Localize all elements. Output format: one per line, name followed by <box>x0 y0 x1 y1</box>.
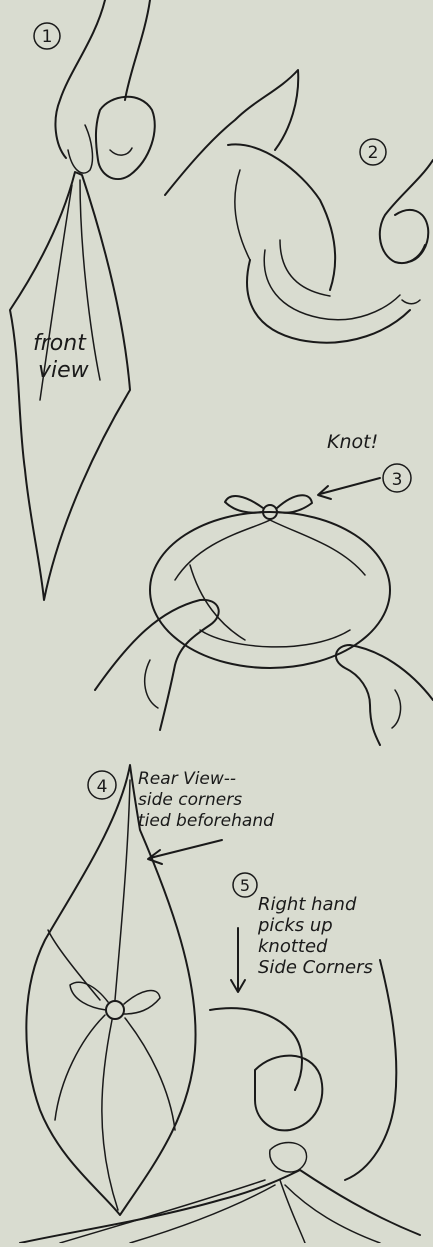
step-5-fist <box>255 1056 322 1131</box>
step-2-cloth-swirl-outer <box>247 260 410 343</box>
step-5-caption-line-2: picks up <box>257 915 333 936</box>
step-3-number: 3 <box>392 470 403 490</box>
step-3-bundle-fold-top <box>175 520 365 580</box>
step-2-group: 2 <box>165 70 433 343</box>
step-2-cloth-swirl-inner <box>280 240 330 296</box>
step-1-arm-left <box>55 0 105 158</box>
step-3-caption: Knot! <box>327 431 378 453</box>
step-1-group: 1 front view <box>10 0 155 600</box>
step-5-cloth-left <box>20 1170 300 1243</box>
step-5-arm <box>345 960 396 1180</box>
step-2-fingernail <box>402 300 420 304</box>
step-1-fist <box>96 97 155 179</box>
step-3-bundle-fold-bottom <box>200 630 350 647</box>
step-5-caption-line-1: Right hand <box>258 894 357 915</box>
step-1-caption-line-1: front <box>33 331 87 356</box>
step-3-bundle-fold-left <box>190 565 245 640</box>
step-1-knuckle <box>110 148 132 155</box>
step-4-fold-bottom <box>102 1020 118 1210</box>
step-4-fold-left <box>55 1015 105 1120</box>
step-2-cloth-fold <box>235 170 250 260</box>
step-4-knot-ear-right <box>124 990 160 1014</box>
step-5-cloth-fold-2 <box>130 1185 275 1243</box>
step-3-hand-left <box>95 600 219 730</box>
step-4-arrow-shaft <box>150 840 222 858</box>
step-1-arm-right <box>125 0 150 100</box>
step-5-cloth-right <box>300 1170 420 1235</box>
step-1-number: 1 <box>42 27 53 47</box>
step-4-fold-upper-left <box>48 930 100 1000</box>
step-2-number: 2 <box>368 143 379 163</box>
step-4-fold-right <box>125 1018 175 1130</box>
step-4-fold-top <box>115 780 130 1000</box>
step-2-hand-left <box>165 70 298 195</box>
step-4-number: 4 <box>97 777 108 797</box>
step-3-knot-ear-left <box>225 496 263 513</box>
step-1-caption-line-2: view <box>38 358 90 383</box>
step-5-cloth-fold-1 <box>60 1180 265 1243</box>
step-5-number: 5 <box>240 876 250 895</box>
step-5-group: 5 Right hand picks up knotted Side Corne… <box>20 873 420 1243</box>
step-3-hand-right <box>336 645 433 745</box>
step-4-caption-line-1: Rear View-- <box>138 769 236 789</box>
step-4-caption-line-3: tied beforehand <box>138 811 274 831</box>
step-5-caption-line-4: Side Corners <box>258 957 373 978</box>
step-2-fist <box>395 210 428 262</box>
step-3-hand-right-fingers <box>392 690 401 728</box>
step-3-group: Knot! 3 <box>95 431 433 745</box>
step-5-caption-line-3: knotted <box>258 936 328 957</box>
step-3-knot-ear-right <box>277 495 312 512</box>
step-5-cloth-fold-4 <box>280 1180 305 1243</box>
step-3-hand-left-fingers <box>145 660 158 708</box>
step-1-thumb <box>68 125 92 173</box>
step-4-knot <box>106 1001 124 1019</box>
step-5-cloth-fold-3 <box>285 1185 380 1243</box>
step-1-cloth <box>10 172 130 600</box>
step-5-thumb <box>270 1143 307 1173</box>
step-2-cloth-top <box>228 144 335 290</box>
step-4-bundle <box>26 765 195 1215</box>
step-4-caption-line-2: side corners <box>138 790 242 810</box>
